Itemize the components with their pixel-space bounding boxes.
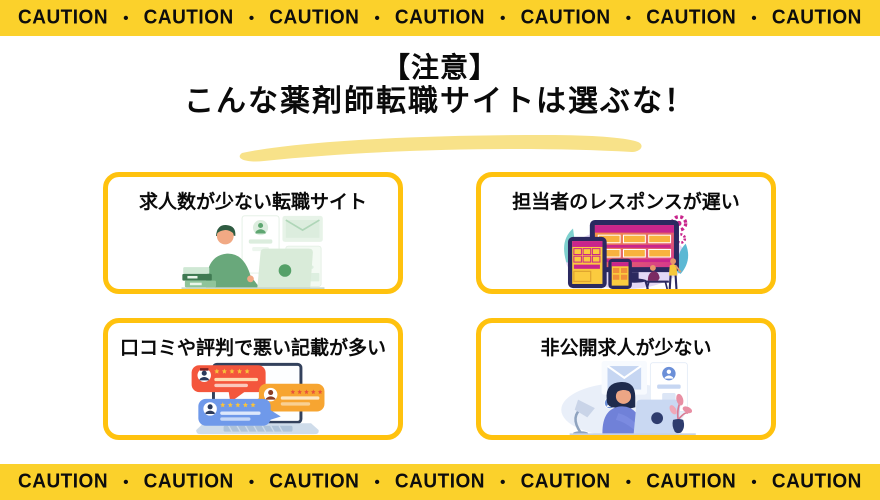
dot-separator: •	[248, 9, 255, 27]
card-label: 口コミや評判で悪い記載が多い	[119, 338, 386, 359]
caution-word: CAUTION	[646, 6, 737, 29]
dot-separator: •	[123, 9, 129, 27]
title-line-1: 【注意】	[381, 52, 498, 83]
caution-word: CAUTION	[646, 470, 737, 493]
dot-separator: •	[123, 473, 129, 491]
caution-tape-top: CAUTION • CAUTION • CAUTION • CAUTION • …	[0, 0, 880, 36]
woman-at-laptop-illustration	[561, 361, 696, 435]
caution-word: CAUTION	[143, 470, 234, 493]
dot-separator: •	[625, 473, 632, 491]
page-title: 【注意】 こんな薬剤師転職サイトは選ぶな！	[0, 52, 880, 120]
caution-word: CAUTION	[18, 6, 109, 29]
dot-separator: •	[248, 473, 255, 491]
dot-separator: •	[751, 473, 757, 491]
devices-dashboard-illustration	[564, 215, 689, 289]
caution-card-slow-response: 担当者のレスポンスが遅い	[476, 172, 776, 294]
dot-separator: •	[500, 473, 506, 491]
caution-word: CAUTION	[18, 470, 109, 493]
caution-word: CAUTION	[269, 6, 360, 29]
laptop-review-bubbles-illustration	[191, 362, 325, 435]
yellow-highlight-swoosh	[239, 135, 642, 162]
caution-card-few-private-listings: 非公開求人が少ない	[476, 318, 776, 440]
caution-word: CAUTION	[520, 470, 611, 493]
caution-card-bad-reviews: 口コミや評判で悪い記載が多い	[103, 318, 403, 440]
dot-separator: •	[751, 9, 757, 27]
dot-separator: •	[374, 9, 380, 27]
card-label: 担当者のレスポンスが遅い	[512, 192, 740, 213]
caution-word: CAUTION	[771, 6, 862, 29]
title-line-2: こんな薬剤師転職サイトは選ぶな！	[184, 85, 696, 119]
caution-word: CAUTION	[269, 470, 360, 493]
card-label: 非公開求人が少ない	[540, 338, 712, 359]
caution-card-few-job-listings: 求人数が少ない転職サイト	[103, 172, 403, 294]
card-label: 求人数が少ない転職サイト	[138, 192, 367, 213]
caution-word: CAUTION	[394, 470, 485, 493]
dot-separator: •	[625, 9, 632, 27]
caution-word: CAUTION	[771, 470, 862, 493]
caution-tape-bottom: CAUTION • CAUTION • CAUTION • CAUTION • …	[0, 464, 880, 500]
caution-word: CAUTION	[143, 6, 234, 29]
caution-word: CAUTION	[520, 6, 611, 29]
dot-separator: •	[374, 473, 380, 491]
caution-word: CAUTION	[394, 6, 485, 29]
man-at-laptop-illustration	[181, 215, 325, 289]
dot-separator: •	[500, 9, 506, 27]
